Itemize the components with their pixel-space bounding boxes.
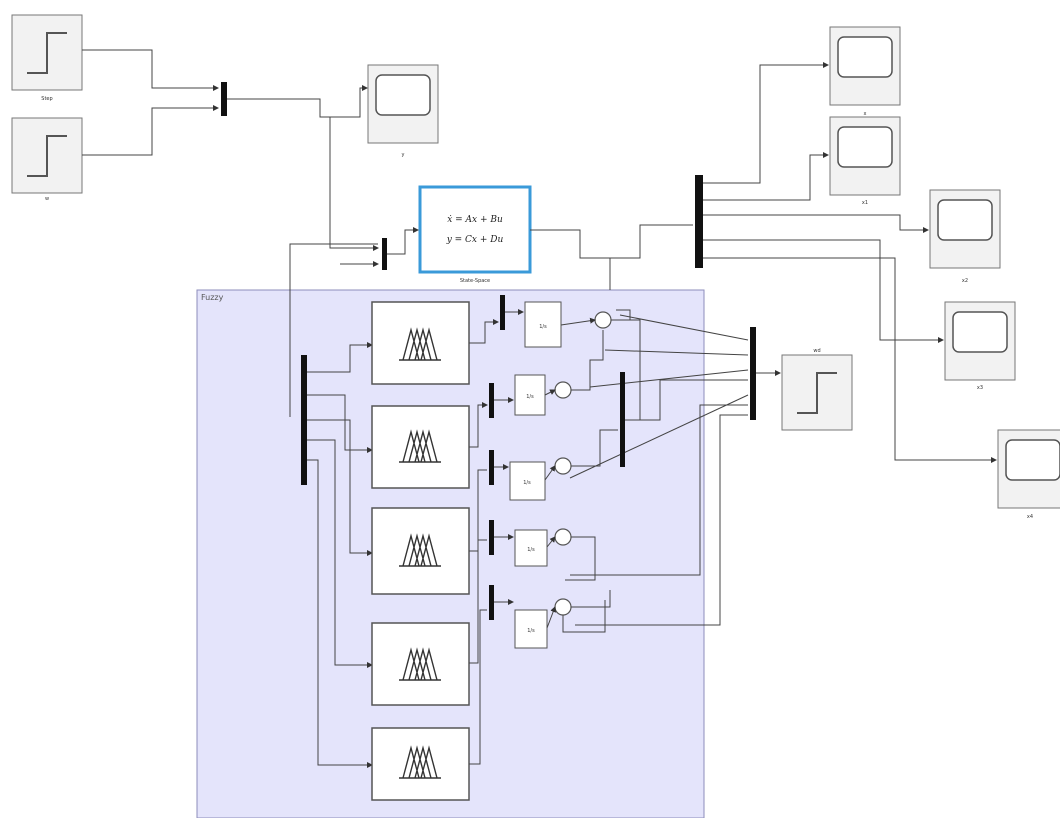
mux-errors[interactable] xyxy=(620,372,625,467)
wire xyxy=(546,536,556,548)
demux-state-output[interactable] xyxy=(695,175,703,268)
scope-x3-caption: x3 xyxy=(977,385,983,391)
step-block-1-caption: Step xyxy=(41,96,52,102)
wire xyxy=(544,465,556,481)
mux-controller-inputs[interactable] xyxy=(301,355,307,485)
mux-small-2[interactable] xyxy=(489,383,494,418)
scope-x1[interactable] xyxy=(829,116,901,196)
scope-y-caption: y xyxy=(402,152,405,158)
scope-x2-caption: x2 xyxy=(962,278,968,284)
wire xyxy=(307,459,373,768)
wire xyxy=(703,239,944,343)
step-block-3-caption: wd xyxy=(813,348,820,354)
scope-x4-caption: x4 xyxy=(1027,514,1033,520)
wire xyxy=(546,606,557,629)
integrator-4[interactable]: 1/s xyxy=(514,529,548,567)
step-block-3[interactable] xyxy=(781,354,853,431)
svg-text:1/s: 1/s xyxy=(526,394,534,400)
wire xyxy=(589,369,749,388)
wire xyxy=(565,536,596,581)
wire xyxy=(307,439,373,668)
wire xyxy=(625,379,748,421)
sum-3[interactable] xyxy=(554,457,572,475)
wire xyxy=(604,349,749,356)
state-space-eq1: ẋ = Ax + Bu xyxy=(447,215,503,225)
state-space-eq2: y = Cx + Du xyxy=(446,235,504,245)
fuzzy-area-label: Fuzzy xyxy=(201,293,224,302)
state-space-block[interactable] xyxy=(418,185,532,274)
wire xyxy=(562,600,606,633)
sum-4[interactable] xyxy=(554,528,572,546)
scope-x[interactable] xyxy=(829,26,901,106)
mux-small-5[interactable] xyxy=(489,585,494,620)
wire xyxy=(544,389,556,396)
wire xyxy=(387,227,419,255)
wire xyxy=(703,257,997,463)
wire xyxy=(703,62,829,184)
wire xyxy=(307,342,373,373)
sum-5[interactable] xyxy=(554,598,572,616)
mux-state-input[interactable] xyxy=(382,238,387,270)
wire xyxy=(575,414,748,626)
mux-small-4[interactable] xyxy=(489,520,494,555)
fuzzy-controller-4[interactable] xyxy=(371,622,470,706)
integrator-1[interactable]: 1/s xyxy=(524,301,562,348)
integrator-3[interactable]: 1/s xyxy=(509,461,546,501)
state-space-caption: State-Space xyxy=(460,278,490,284)
wire xyxy=(227,85,368,118)
fuzzy-controller-1[interactable] xyxy=(371,301,470,385)
step-block-2-caption: w xyxy=(45,196,49,202)
wire xyxy=(82,49,219,91)
integrator-2[interactable]: 1/s xyxy=(514,374,546,416)
mux-small-1[interactable] xyxy=(500,295,505,330)
wire xyxy=(469,609,487,765)
scope-x-caption: x xyxy=(864,111,867,117)
wire xyxy=(571,429,618,467)
mux-top-inputs[interactable] xyxy=(221,82,227,116)
scope-x4[interactable] xyxy=(997,429,1060,509)
fuzzy-controller-5[interactable] xyxy=(371,727,470,801)
scope-y[interactable] xyxy=(367,64,439,144)
wire xyxy=(611,309,631,321)
wire xyxy=(307,394,373,453)
wire xyxy=(703,152,829,201)
step-block-1[interactable] xyxy=(11,14,83,91)
wire xyxy=(560,317,596,326)
wire xyxy=(82,105,219,156)
integrator-5[interactable]: 1/s xyxy=(514,609,548,649)
wire xyxy=(469,402,488,448)
svg-text:1/s: 1/s xyxy=(527,628,535,634)
fuzzy-controller-3[interactable] xyxy=(371,507,470,595)
step-block-2[interactable] xyxy=(11,117,83,194)
wire xyxy=(469,539,487,664)
wire xyxy=(570,404,748,576)
wire xyxy=(619,314,749,341)
wire xyxy=(469,319,499,344)
wire xyxy=(571,330,604,391)
mux-error-collector[interactable] xyxy=(750,327,756,420)
wire xyxy=(329,117,379,251)
wire xyxy=(469,469,487,552)
scope-x1-caption: x1 xyxy=(862,200,868,206)
sum-2[interactable] xyxy=(554,381,572,399)
scope-x2[interactable] xyxy=(929,189,1001,269)
wire xyxy=(289,243,378,417)
scope-x3[interactable] xyxy=(944,301,1016,381)
svg-text:1/s: 1/s xyxy=(527,547,535,553)
wire xyxy=(703,214,929,233)
svg-text:1/s: 1/s xyxy=(539,324,547,330)
wire xyxy=(571,590,611,608)
wire xyxy=(307,419,373,556)
fuzzy-controller-2[interactable] xyxy=(371,405,470,489)
svg-text:1/s: 1/s xyxy=(523,480,531,486)
sum-1[interactable] xyxy=(594,311,612,329)
wire xyxy=(530,224,693,259)
mux-small-3[interactable] xyxy=(489,450,494,485)
